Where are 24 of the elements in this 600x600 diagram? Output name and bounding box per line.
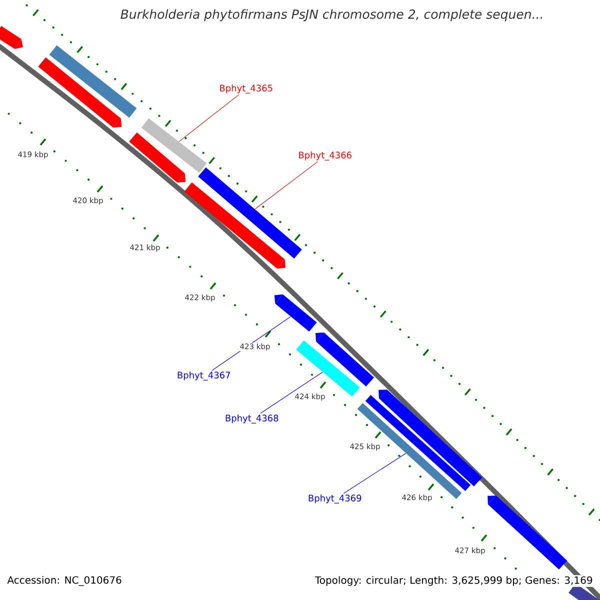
gene-bar xyxy=(129,132,186,183)
gene-bar xyxy=(316,332,374,386)
leader-line xyxy=(343,453,406,494)
accession-text: Accession: NC_010676 xyxy=(6,575,123,587)
gene-bar xyxy=(49,45,137,118)
gene-bar xyxy=(38,57,122,128)
leader-line xyxy=(178,94,240,142)
gene-bar xyxy=(141,118,207,173)
gene-bar xyxy=(0,26,23,50)
gene-bar xyxy=(488,496,568,570)
summary-text: Topology: circular; Length: 3,625,999 bp; Genes: 3,169 xyxy=(314,575,594,587)
gene-bar xyxy=(184,182,286,269)
leader-line xyxy=(254,161,318,210)
leader-line xyxy=(260,372,323,414)
gene-label: Bphyt_4367 xyxy=(178,372,230,380)
gene-bar xyxy=(365,395,471,491)
gene-label: Bphyt_4368 xyxy=(226,414,278,424)
gene-bar xyxy=(198,167,302,259)
gene-bar xyxy=(378,390,482,486)
gene-bar xyxy=(274,294,317,332)
gene-label: Bphyt_4366 xyxy=(299,152,352,160)
gene-label: Bphyt_4365 xyxy=(220,84,272,94)
gene-label: Bphyt_4369 xyxy=(308,494,362,504)
title: Burkholderia phytofirmans PsJN chromosome 2, complete sequen... xyxy=(120,9,542,22)
